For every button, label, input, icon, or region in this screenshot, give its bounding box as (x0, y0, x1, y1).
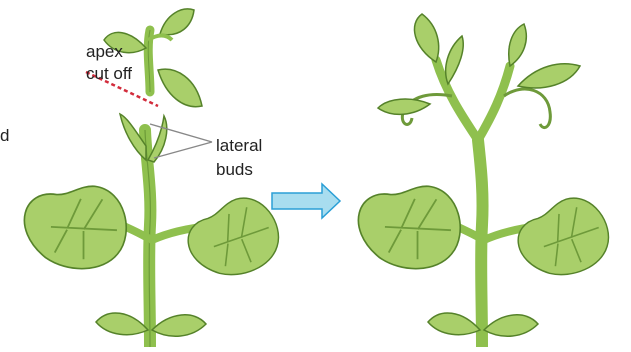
leaf-right-plant-left-large (351, 175, 467, 276)
leaf-right-large (181, 192, 285, 283)
leaf-top-right (509, 24, 527, 66)
leaf-right-lower-left (428, 313, 480, 335)
tendril-right (504, 89, 550, 128)
leaf-mid-left (446, 36, 464, 84)
apex-leaf-right (158, 69, 202, 106)
lateral-label-line1: lateral (216, 136, 262, 156)
apex-label-line1: apex (86, 42, 123, 62)
lateral-label-line2: buds (216, 160, 253, 180)
leaf-side-right (518, 64, 580, 88)
leaf-side-left (378, 99, 430, 114)
right-arrow-icon (272, 184, 340, 218)
leaf-top-left (414, 14, 438, 62)
stem-right (478, 140, 483, 347)
left-edge-fragment: d (0, 126, 9, 146)
branch-right (478, 66, 510, 140)
leaf-right-lower-right (484, 315, 538, 336)
apex-label-line2: cut off (86, 64, 132, 84)
branch-left (436, 60, 478, 140)
leaf-right-plant-right-large (511, 192, 615, 283)
leaf-lower-right (152, 315, 206, 336)
apex-leaf-top (160, 9, 194, 35)
leaf-left-large (17, 175, 133, 276)
leaf-lower-left (96, 313, 148, 335)
plant-branched (351, 14, 615, 347)
